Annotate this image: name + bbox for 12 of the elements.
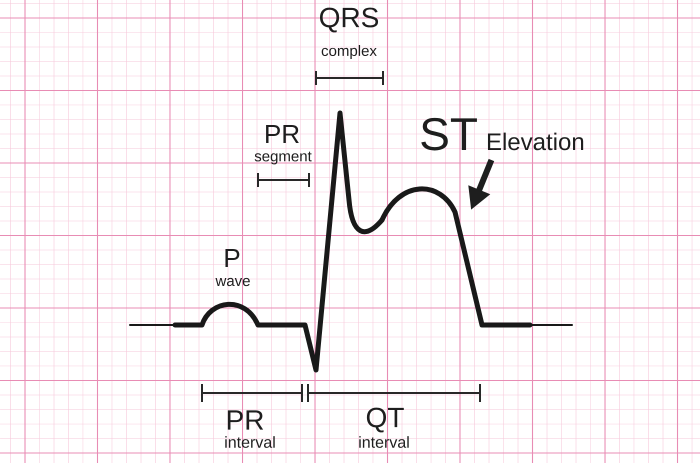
annotation-label: interval [359,436,409,448]
annotation-label: PR [266,125,299,143]
annotation-label: PR [228,410,264,430]
annotation-label: P [225,249,240,267]
annotation-label: wave [215,278,250,286]
annotation-label: complex [322,45,377,59]
annotation-label: QT [366,408,404,432]
annotation-text: ST Elevation [421,118,584,150]
annotation-label: QRS [320,8,378,32]
st-segment [380,186,532,328]
annotation-label: segment [254,152,312,164]
annotation-label: interval [225,436,275,448]
